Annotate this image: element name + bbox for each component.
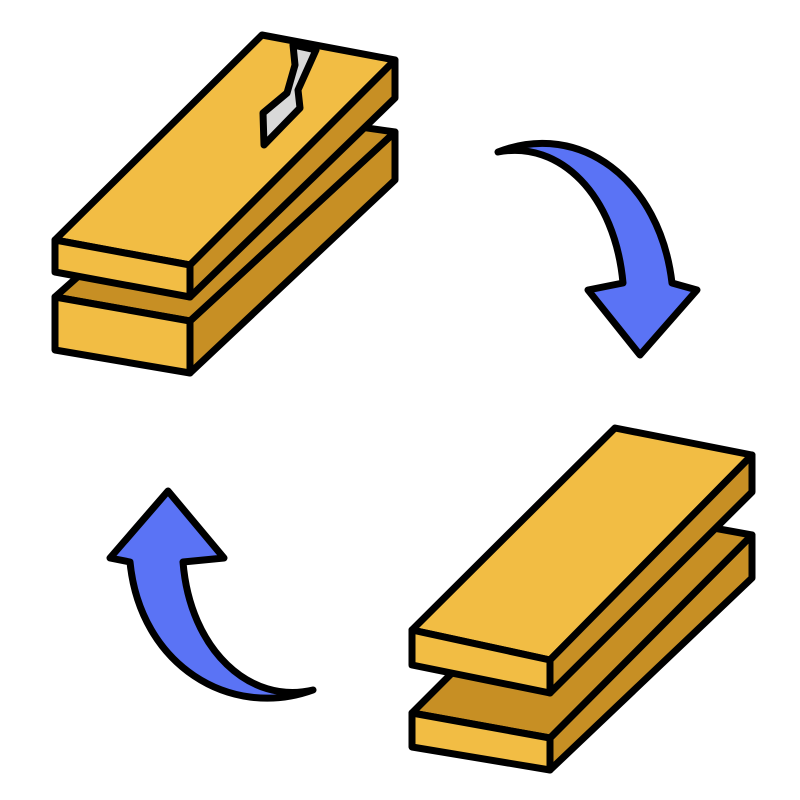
planks-icon: [408, 424, 756, 774]
curved-arrow-up-icon: [106, 487, 317, 702]
cracked-planks-icon: [51, 31, 399, 377]
top-plank: [408, 424, 756, 697]
crack-mark: [259, 41, 320, 149]
curved-arrow-down-icon: [494, 139, 701, 359]
top-plank: [51, 31, 399, 301]
